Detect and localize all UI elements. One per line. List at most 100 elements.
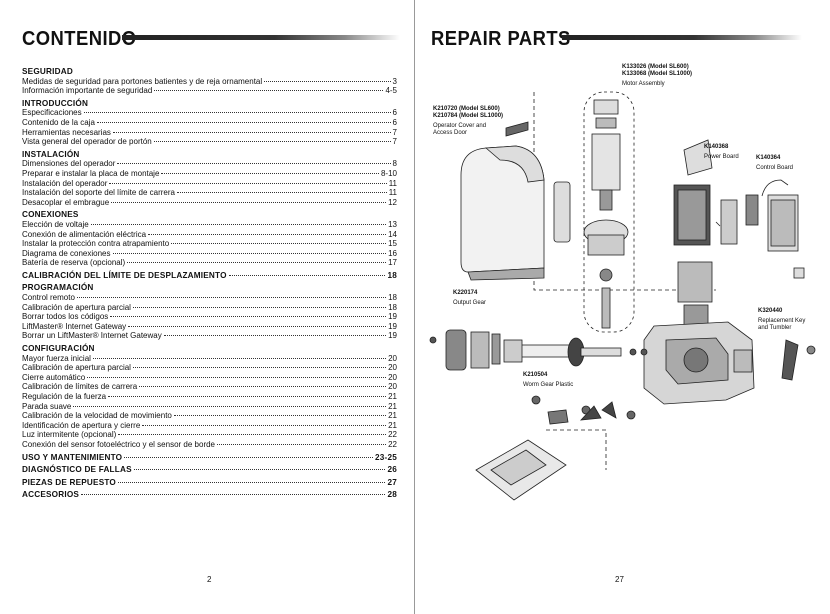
- toc-leader-dots: [124, 456, 374, 458]
- toc-entry-title: Herramientas necesarias: [22, 127, 111, 137]
- toc-page-number: 19: [388, 312, 397, 322]
- toc-section-heading: PROGRAMACIÓN: [22, 283, 94, 293]
- toc-page-number: 8: [392, 159, 397, 169]
- page-number: 2: [207, 575, 212, 584]
- toc-page-number: 4-5: [385, 86, 397, 96]
- toc-entry: Instalación del soporte del límite de ca…: [22, 188, 397, 198]
- motor-label: K133026 (Model SL600) K133068 (Model SL1…: [622, 64, 693, 87]
- toc-page-number: 14: [388, 229, 397, 239]
- toc-entry: Conexión del sensor fotoeléctrico y el s…: [22, 440, 397, 450]
- toc-leader-dots: [92, 357, 387, 359]
- toc-leader-dots: [96, 121, 391, 123]
- toc-page-number: 18: [387, 270, 397, 280]
- toc-entry-title: Dimensiones del operador: [22, 159, 116, 169]
- toc-entry: Calibración de apertura parcial 20: [22, 363, 397, 373]
- toc-entry-title: Borrar un LiftMaster® Internet Gateway: [22, 331, 162, 341]
- cover-label: K210720 (Model SL600) K210784 (Model SL1…: [433, 106, 504, 136]
- toc-page-number: 21: [388, 411, 397, 421]
- toc-entry-title: Especificaciones: [22, 108, 82, 118]
- toc-leader-dots: [118, 481, 386, 483]
- toc-leader-dots: [139, 386, 387, 388]
- toc-entry: Información importante de seguridad 4-5: [22, 86, 397, 96]
- output-gear-label: K220174 Output Gear: [453, 290, 487, 306]
- toc-entry-title: Parada suave: [22, 401, 72, 411]
- toc-leader-dots: [109, 182, 387, 184]
- toc-entry-title: Medidas de seguridad para portones batie…: [22, 76, 263, 86]
- title-rule: [122, 35, 400, 40]
- toc-page-number: 16: [388, 248, 397, 258]
- toc-page-number: 11: [388, 178, 397, 188]
- toc-page-number: 18: [388, 293, 397, 303]
- toc-leader-dots: [132, 367, 387, 369]
- exploded-parts-diagram: [429, 91, 816, 501]
- toc-page-number: 7: [392, 127, 397, 137]
- toc-leader-dots: [110, 316, 387, 318]
- toc-entry-title: Calibración de la velocidad de movimient…: [22, 411, 172, 421]
- toc-entry: Instalación del operador 11: [22, 179, 397, 189]
- toc-entry: Parada suave 21: [22, 402, 397, 412]
- toc-leader-dots: [132, 306, 387, 308]
- toc-section-heading: INTRODUCCIÓN: [22, 98, 89, 108]
- toc-leader-dots: [112, 131, 391, 133]
- toc-page-number: 20: [388, 353, 397, 363]
- toc-entry-title: Instalar la protección contra atrapamien…: [22, 239, 170, 249]
- page-number: 27: [615, 575, 624, 584]
- toc-page-number: 27: [387, 477, 397, 487]
- toc-entry-title: Información importante de seguridad: [22, 86, 153, 96]
- toc-entry-title: Conexión de alimentación eléctrica: [22, 229, 147, 239]
- toc-entry-title: Contenido de la caja: [22, 117, 95, 127]
- motor-outline: [583, 91, 635, 333]
- toc-page-number: 3: [392, 76, 397, 86]
- title-rule: [562, 35, 802, 40]
- control-board-label: K140364 Control Board: [756, 155, 794, 171]
- toc-section-heading: SEGURIDAD: [22, 67, 73, 76]
- toc-leader-dots: [117, 163, 391, 165]
- toc-leader-dots: [76, 297, 387, 299]
- toc-leader-dots: [83, 112, 391, 114]
- toc-page-number: 17: [388, 258, 397, 268]
- toc-entry-title: ACCESORIOS: [22, 490, 80, 500]
- toc-section-heading: CONEXIONES: [22, 210, 79, 220]
- key-label: K320440 Replacement Key and Tumbler: [758, 308, 806, 331]
- page-title: CONTENIDO: [22, 28, 137, 50]
- toc-page-number: 21: [388, 401, 397, 411]
- toc-entry-title: Instalación del soporte del límite de ca…: [22, 188, 175, 198]
- toc-leader-dots: [87, 376, 387, 378]
- toc-entry-title: Calibración de apertura parcial: [22, 363, 131, 373]
- toc-entry-title: LiftMaster® Internet Gateway: [22, 321, 127, 331]
- toc-page-number: 22: [388, 439, 397, 449]
- toc-page-number: 6: [392, 117, 397, 127]
- toc-leader-dots: [133, 469, 386, 471]
- motor-cap: [593, 99, 619, 115]
- toc-entry-title: Instalación del operador: [22, 178, 108, 188]
- replacement-key: [781, 339, 799, 381]
- toc-leader-dots: [217, 443, 387, 445]
- transformer: [677, 261, 713, 303]
- toc-entry: Conexión de alimentación eléctrica 14: [22, 230, 397, 240]
- power-board: [683, 139, 713, 176]
- toc-entry-title: DIAGNÓSTICO DE FALLAS: [22, 465, 132, 475]
- toc-page-number: 22: [388, 430, 397, 440]
- toc-page-number: 20: [388, 363, 397, 373]
- toc-leader-dots: [171, 243, 387, 245]
- toc-page-number: 8-10: [380, 168, 397, 178]
- toc-leader-dots: [176, 192, 387, 194]
- toc-entry: Herramientas necesarias 7: [22, 128, 397, 138]
- toc-leader-dots: [81, 494, 386, 496]
